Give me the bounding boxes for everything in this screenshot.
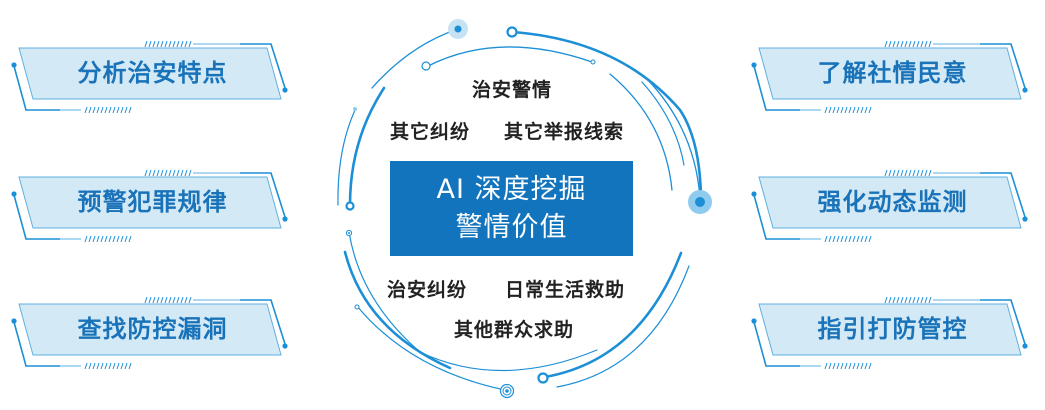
keyword-upper-left: 其它纠纷 — [390, 121, 471, 143]
left-tag-1: 分析治安特点 — [5, 33, 295, 113]
right-tag-1: 了解社情民意 — [745, 33, 1035, 113]
tag-frame-icon — [11, 169, 288, 242]
tag-frame-icon — [751, 40, 1028, 113]
tag-label: 指引打防管控 — [817, 315, 968, 343]
keyword-lower-left: 治安纠纷 — [387, 279, 468, 301]
center-title-line2: 警情价值 — [455, 211, 568, 243]
left-tag-3: 查找防控漏洞 — [5, 289, 295, 369]
tag-label: 分析治安特点 — [77, 59, 228, 87]
keyword-lower-right: 日常生活救助 — [505, 279, 626, 301]
keyword-upper-right: 其它举报线索 — [504, 121, 625, 143]
center-title-box: AI 深度挖掘 警情价值 — [390, 161, 633, 256]
keyword-bottom: 其他群众求助 — [454, 319, 575, 341]
right-tag-2: 强化动态监测 — [745, 162, 1035, 242]
tag-label: 强化动态监测 — [817, 188, 968, 216]
tag-label: 预警犯罪规律 — [77, 188, 228, 216]
tag-label: 查找防控漏洞 — [77, 315, 228, 343]
tag-frame-icon — [11, 296, 288, 369]
keyword-top: 治安警情 — [472, 79, 553, 101]
left-tag-2: 预警犯罪规律 — [5, 162, 295, 242]
right-tag-3: 指引打防管控 — [745, 289, 1035, 369]
tag-frame-icon — [11, 40, 288, 113]
tag-frame-icon — [751, 296, 1028, 369]
center-title-line1: AI 深度挖掘 — [436, 173, 587, 205]
tag-label: 了解社情民意 — [817, 59, 968, 87]
tag-frame-icon — [751, 169, 1028, 242]
